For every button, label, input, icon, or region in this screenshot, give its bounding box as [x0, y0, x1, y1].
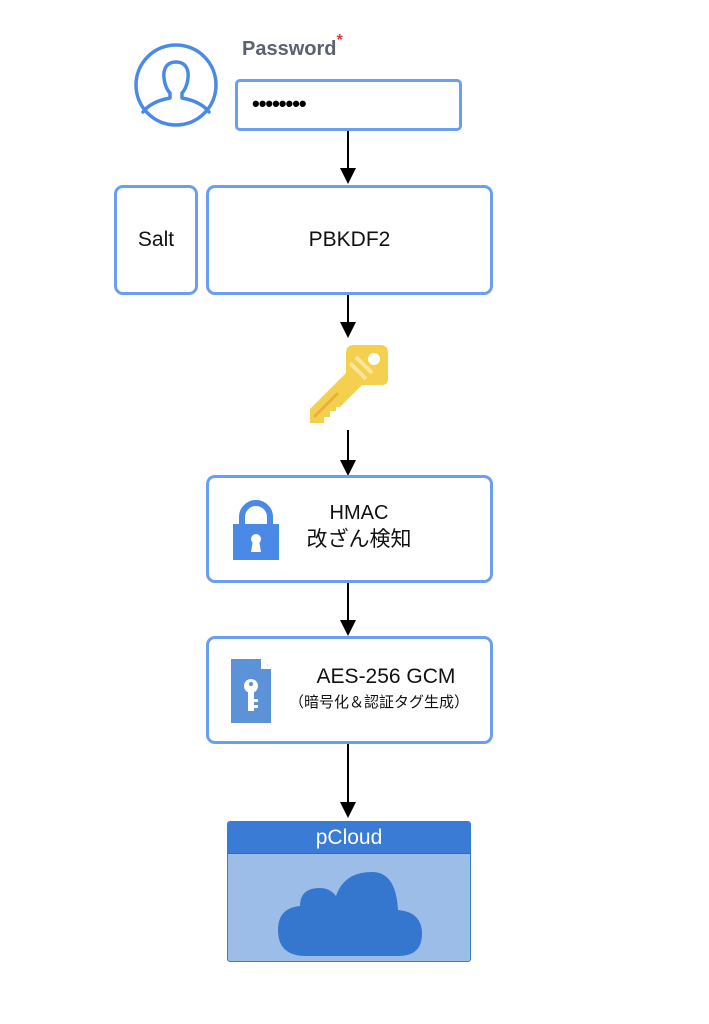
- key-icon: [310, 343, 390, 423]
- hmac-box: HMAC 改ざん検知: [206, 475, 493, 583]
- salt-label: Salt: [137, 228, 175, 251]
- aes-box: AES-256 GCM （暗号化＆認証タグ生成）: [206, 636, 493, 744]
- cloud-icon: [278, 872, 422, 956]
- arrowhead: [340, 802, 356, 818]
- pbkdf2-label: PBKDF2: [308, 228, 391, 251]
- user-circle-icon: [134, 43, 218, 127]
- hmac-title: HMAC: [329, 502, 389, 524]
- pcloud-header: pCloud: [228, 822, 470, 854]
- arrow-aes-to-cloud: [347, 744, 349, 806]
- hmac-subtitle: 改ざん検知: [306, 528, 412, 551]
- arrowhead: [340, 620, 356, 636]
- password-label: Password*: [242, 32, 343, 61]
- arrow-key-to-hmac: [347, 430, 349, 465]
- aes-subtitle: （暗号化＆認証タグ生成）: [288, 694, 469, 711]
- arrow-kdf-to-key: [347, 295, 349, 325]
- pcloud-title: pCloud: [315, 825, 383, 849]
- pbkdf2-box: PBKDF2: [206, 185, 493, 295]
- aes-title: AES-256 GCM: [316, 665, 456, 688]
- pcloud-container: pCloud: [227, 821, 471, 962]
- arrow-hmac-to-aes: [347, 583, 349, 623]
- password-value: ••••••••: [252, 91, 307, 116]
- arrowhead: [340, 460, 356, 476]
- file-key-icon: [231, 659, 271, 723]
- user-icon: [133, 42, 219, 128]
- arrow-password-to-kdf: [347, 131, 349, 171]
- password-label-text: Password: [242, 38, 337, 60]
- arrowhead: [340, 168, 356, 184]
- required-mark: *: [336, 32, 343, 49]
- salt-box: Salt: [114, 185, 198, 295]
- arrowhead: [340, 322, 356, 338]
- password-input[interactable]: ••••••••: [235, 79, 462, 131]
- lock-icon: [233, 500, 279, 560]
